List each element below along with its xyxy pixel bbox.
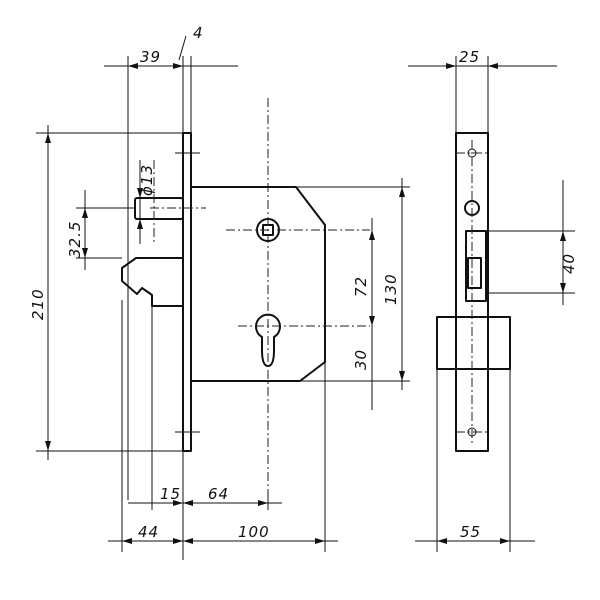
dim-55: 55 (460, 523, 481, 541)
dim-phi13: ϕ13 (138, 164, 156, 196)
dim-40: 40 (560, 253, 578, 274)
hook-latch (121, 257, 183, 307)
dimension-labels: 39 4 25 210 32.5 ϕ13 72 130 30 40 15 64 … (29, 24, 578, 541)
side-centerlines (456, 140, 488, 446)
front-centerlines (150, 98, 370, 492)
dim-72: 72 (352, 276, 370, 297)
side-dimension-lines (408, 56, 575, 552)
latch-tongue (467, 257, 482, 289)
dim-30: 30 (352, 349, 370, 370)
dim-210: 210 (29, 288, 47, 320)
front-view (121, 132, 326, 452)
dim-32-5: 32.5 (66, 221, 84, 258)
side-view (436, 132, 511, 452)
dim-130: 130 (382, 273, 400, 305)
lock-case (191, 186, 326, 382)
dim-39: 39 (140, 48, 161, 66)
faceplate (182, 132, 192, 452)
forend-strip (455, 132, 489, 452)
dim-4: 4 (193, 24, 204, 42)
latch-opening (465, 230, 487, 302)
dim-15: 15 (160, 485, 181, 503)
front-dimension-lines (36, 35, 410, 560)
cylinder-housing (436, 316, 511, 370)
dim-25: 25 (459, 48, 480, 66)
dim-44: 44 (138, 523, 159, 541)
dim-100: 100 (238, 523, 270, 541)
dim-64: 64 (208, 485, 229, 503)
keyhole (255, 313, 281, 367)
